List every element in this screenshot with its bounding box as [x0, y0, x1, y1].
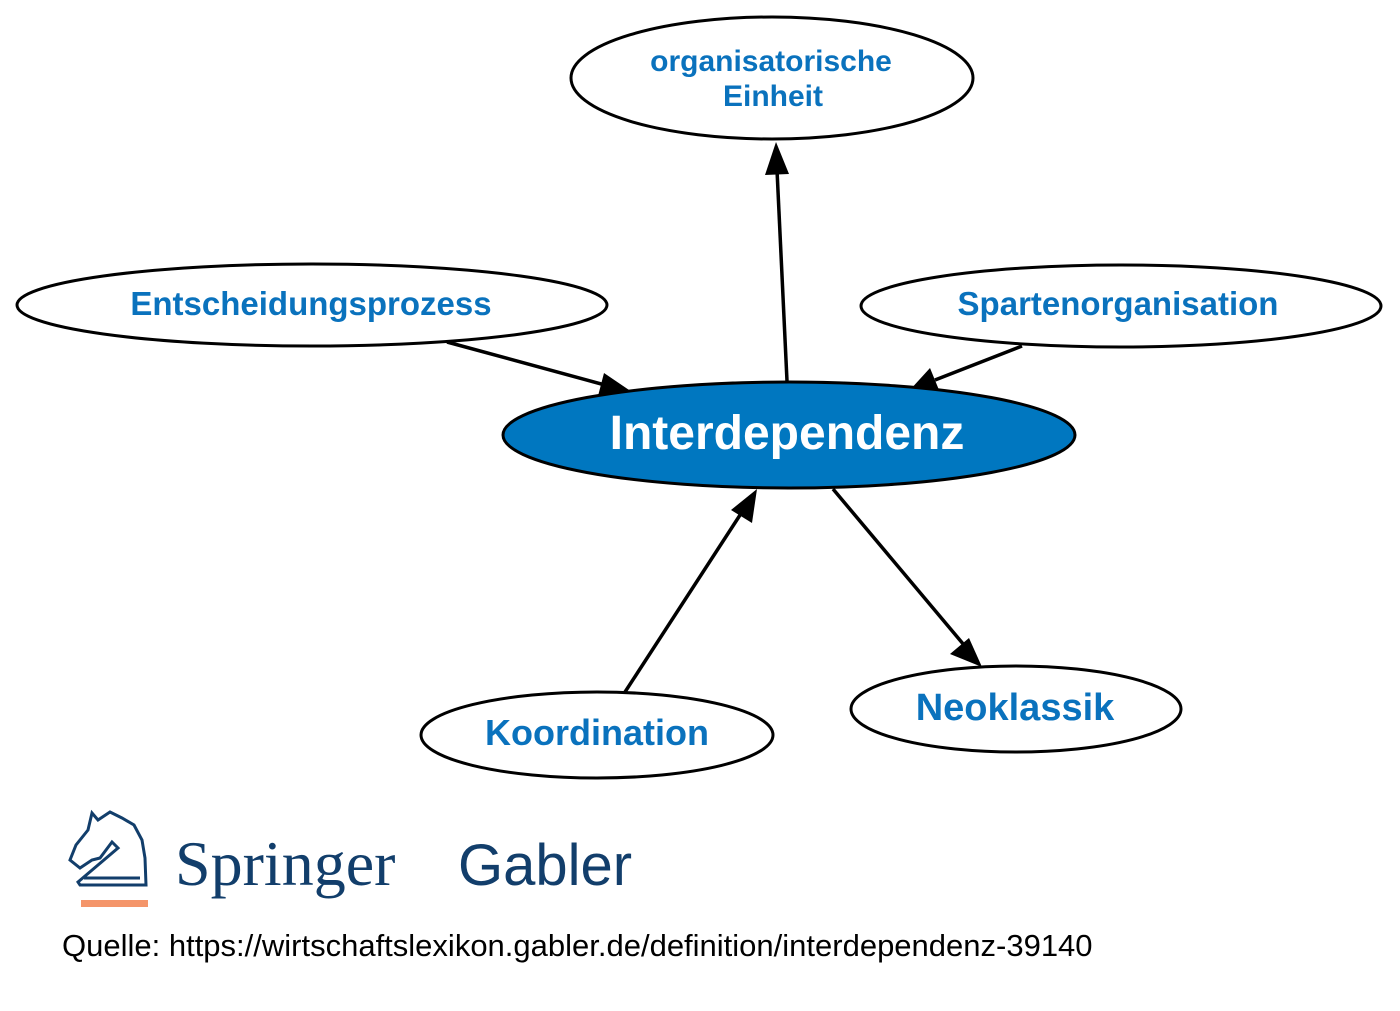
- svg-text:Entscheidungsprozess: Entscheidungsprozess: [130, 285, 491, 322]
- edge-koordination-to-interdependenz: [623, 489, 757, 693]
- svg-text:Neoklassik: Neoklassik: [916, 687, 1115, 729]
- node-neoklassik[interactable]: Neoklassik: [849, 664, 1183, 754]
- svg-text:Spartenorganisation: Spartenorganisation: [958, 285, 1279, 322]
- svg-text:Einheit: Einheit: [723, 80, 823, 113]
- source-citation: Quelle: https://wirtschaftslexikon.gable…: [62, 928, 1093, 963]
- edge-sparten-to-interdependenz: [909, 344, 1023, 391]
- node-entscheidungsprozess[interactable]: Entscheidungsprozess: [15, 262, 609, 348]
- node-koordination[interactable]: Koordination: [419, 690, 775, 780]
- brand-bar: [81, 900, 148, 907]
- node-organisatorische-einheit[interactable]: organisatorische Einheit: [569, 15, 975, 141]
- node-interdependenz[interactable]: Interdependenz: [501, 380, 1077, 490]
- edge-interdependenz-to-org-einheit: [765, 142, 789, 382]
- springer-horse-icon: [68, 809, 148, 887]
- edge-interdependenz-to-neoklassik: [831, 487, 982, 667]
- node-spartenorganisation[interactable]: Spartenorganisation: [859, 263, 1383, 349]
- svg-text:Springer: Springer: [175, 828, 395, 899]
- svg-text:Gabler: Gabler: [458, 833, 632, 898]
- springer-gabler-logo: Springer Gabler: [68, 809, 632, 907]
- svg-text:Koordination: Koordination: [485, 712, 709, 753]
- edge-entscheidung-to-interdependenz: [446, 340, 632, 396]
- svg-text:organisatorische: organisatorische: [650, 45, 892, 78]
- svg-text:Interdependenz: Interdependenz: [610, 407, 965, 460]
